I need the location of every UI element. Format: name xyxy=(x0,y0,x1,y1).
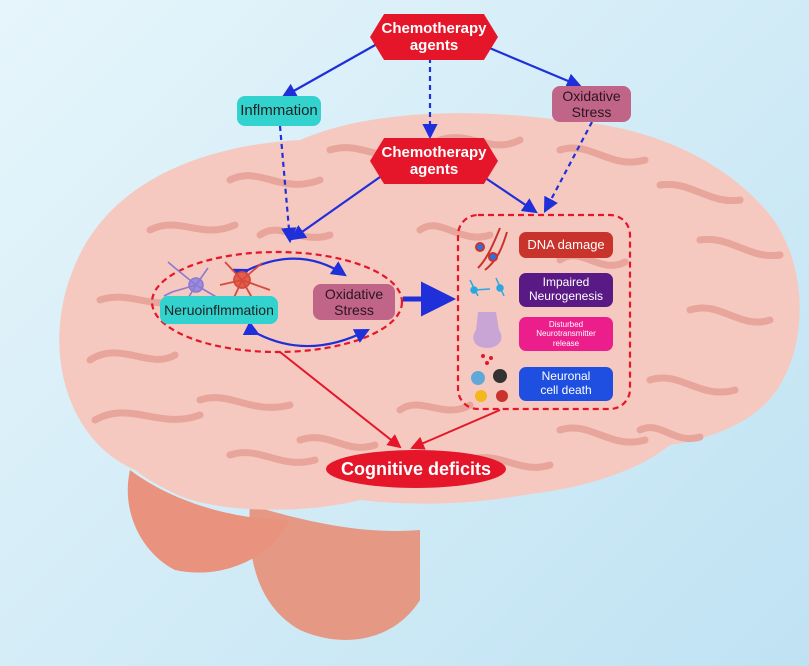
arrow-oxidative-to-effects-group xyxy=(543,121,593,213)
neuronal-cell-death-badge: Neuronal cell death xyxy=(519,367,613,401)
inflammation-box: Inflmmation xyxy=(237,96,321,126)
dna-damage-badge: DNA damage xyxy=(519,232,613,258)
neurotransmitter-release-badge: Disturbed Neurotransmitter release xyxy=(519,317,613,351)
arrow-middle-agent-to-neuro-group xyxy=(290,176,381,241)
dna-icon xyxy=(475,227,508,271)
synapse-icon xyxy=(473,312,502,365)
microglia-icon xyxy=(163,261,219,306)
arrow-top-agent-to-oxidative xyxy=(479,42,583,88)
brain-stem xyxy=(249,505,420,640)
neuroinflammation-box: Neruoinflmmation xyxy=(160,296,278,324)
arrow-inflammation-to-neuro-group xyxy=(278,125,297,244)
top-chemotherapy-agents: Chemotherapy agents xyxy=(370,14,498,60)
cognitive-deficits: Cognitive deficits xyxy=(326,450,506,488)
arrow-effects-group-to-outcome xyxy=(410,409,501,450)
arrow-middle-agent-to-effects-group xyxy=(477,172,538,214)
arrow-oxidative-to-neuro-lower xyxy=(242,321,370,348)
cell-death-icon xyxy=(471,369,508,402)
arrow-top-agent-to-inflammation xyxy=(281,43,378,99)
cerebellum xyxy=(127,470,290,573)
arrow-neuro-group-to-outcome xyxy=(279,351,402,449)
impaired-neurogenesis-badge: Impaired Neurogenesis xyxy=(519,273,613,307)
neuro-group-outline xyxy=(150,250,404,354)
effects-group-outline xyxy=(456,213,632,411)
middle-chemotherapy-agents: Chemotherapy agents xyxy=(370,138,498,184)
neurogenesis-icon xyxy=(469,277,505,297)
oxidative-stress-top: Oxidative Stress xyxy=(552,86,631,122)
astrocyte-icon xyxy=(219,261,271,304)
oxidative-stress-inner: Oxidative Stress xyxy=(313,284,395,320)
